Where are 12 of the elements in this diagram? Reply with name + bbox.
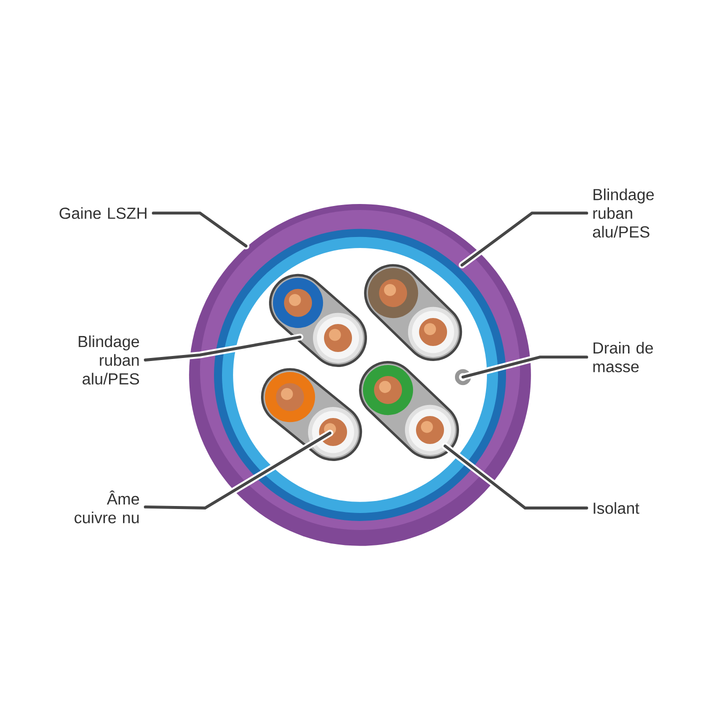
leader-line	[150, 210, 250, 250]
leader-line	[142, 334, 304, 364]
callout-label: Gaine LSZH	[60, 207, 146, 219]
callout-label: Isolant	[594, 502, 640, 514]
leader-line	[460, 354, 590, 380]
callout-label: Blindage ruban alu/PES	[592, 188, 654, 238]
leader-line	[442, 442, 590, 512]
leader-line	[142, 430, 334, 512]
callout-label: Blindage ruban alu/PES	[78, 335, 139, 385]
leader-line	[458, 210, 590, 268]
callout-label: Drain de masse	[593, 342, 653, 372]
callout-label: Âme cuivre nu	[74, 490, 140, 524]
